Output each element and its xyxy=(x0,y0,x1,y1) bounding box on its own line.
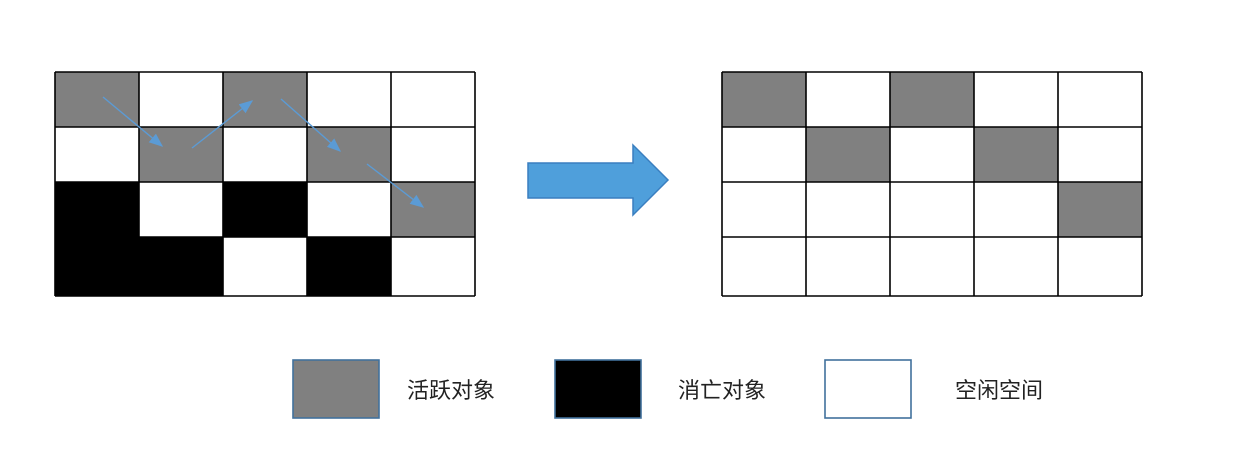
before-cell-free xyxy=(55,127,139,182)
legend-swatch-live xyxy=(292,359,380,419)
after-cell-free xyxy=(1058,127,1142,182)
after-cell-free xyxy=(806,72,890,127)
after-cell-free xyxy=(722,237,806,296)
after-cell-free xyxy=(1058,72,1142,127)
before-cell-free xyxy=(391,237,475,296)
before-cell-free xyxy=(307,72,391,127)
before-cell-live xyxy=(391,182,475,237)
before-cell-live xyxy=(55,72,139,127)
after-cell-free xyxy=(1058,237,1142,296)
move-path-arrow xyxy=(280,98,342,152)
move-path-arrow xyxy=(366,163,425,208)
before-cell-free xyxy=(391,72,475,127)
before-cell-live xyxy=(223,72,307,127)
before-cell-free xyxy=(391,127,475,182)
after-cell-free xyxy=(890,237,974,296)
before-cell-live xyxy=(307,127,391,182)
before-cell-dead xyxy=(55,182,139,237)
after-cell-free xyxy=(722,127,806,182)
before-cell-free xyxy=(139,182,223,237)
transition-arrow-icon xyxy=(527,143,670,217)
after-memory-grid xyxy=(721,71,1143,297)
before-cell-live xyxy=(139,127,223,182)
after-cell-live xyxy=(890,72,974,127)
after-cell-free xyxy=(722,182,806,237)
before-cell-dead xyxy=(139,237,223,296)
before-cell-free xyxy=(223,127,307,182)
before-cell-dead xyxy=(223,182,307,237)
move-path-arrow xyxy=(191,100,254,149)
after-cell-live xyxy=(974,127,1058,182)
legend-swatch-free xyxy=(824,359,912,419)
before-memory-grid xyxy=(54,71,476,297)
after-cell-live xyxy=(722,72,806,127)
after-cell-free xyxy=(806,182,890,237)
legend-swatch-dead xyxy=(554,359,642,419)
after-cell-free xyxy=(890,182,974,237)
after-cell-free xyxy=(974,182,1058,237)
legend-label-live: 活跃对象 xyxy=(407,379,496,404)
after-cell-live xyxy=(806,127,890,182)
after-cell-free xyxy=(974,72,1058,127)
before-cell-free xyxy=(139,72,223,127)
after-cell-live xyxy=(1058,182,1142,237)
after-cell-free xyxy=(974,237,1058,296)
legend-label-free: 空闲空间 xyxy=(955,379,1044,404)
legend-swatches xyxy=(292,359,912,419)
move-path-arrows xyxy=(102,96,425,208)
before-cell-free xyxy=(307,182,391,237)
after-cell-free xyxy=(890,127,974,182)
after-cell-free xyxy=(806,237,890,296)
before-cell-free xyxy=(223,237,307,296)
before-cell-dead xyxy=(307,237,391,296)
move-path-arrow xyxy=(102,96,164,147)
legend-label-dead: 消亡对象 xyxy=(678,379,767,404)
before-cell-dead xyxy=(55,237,139,296)
